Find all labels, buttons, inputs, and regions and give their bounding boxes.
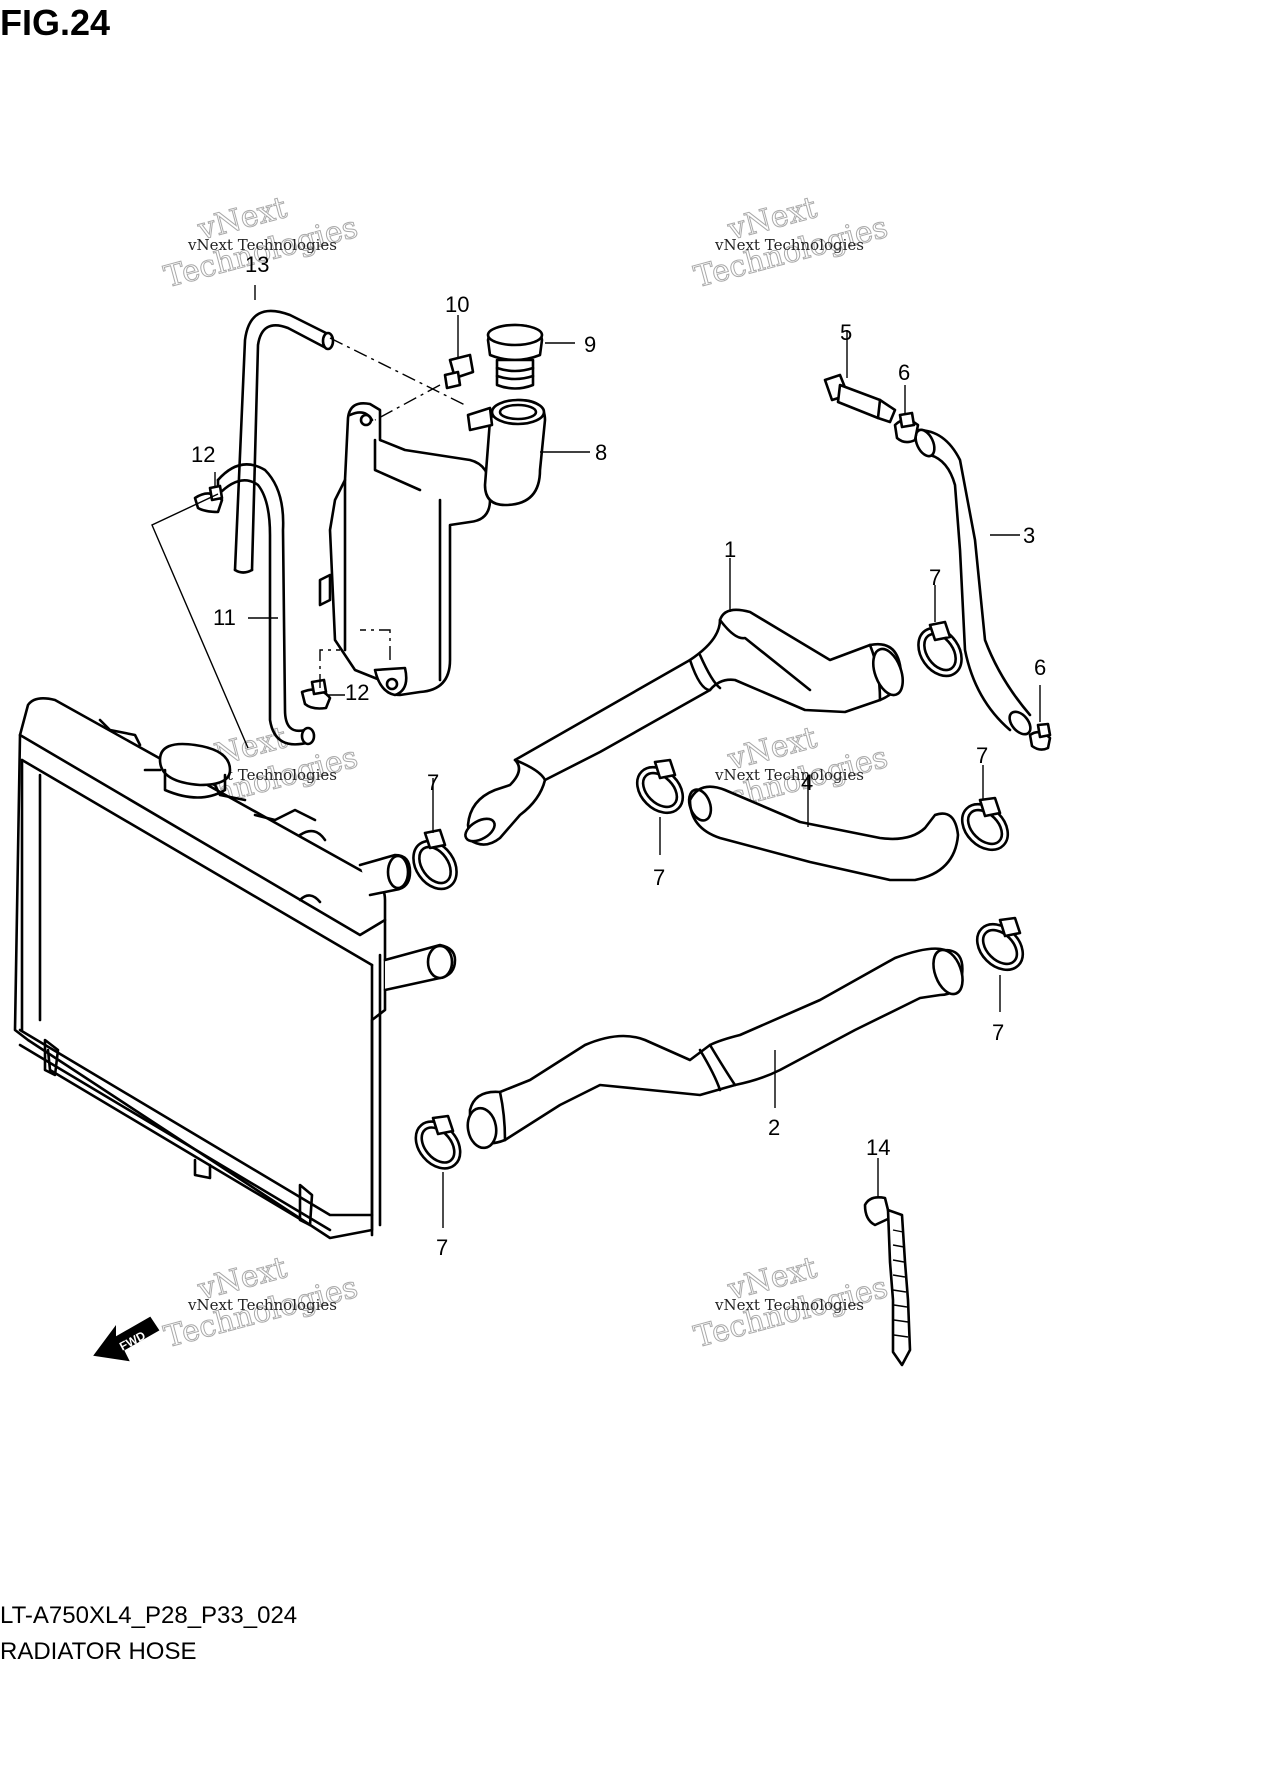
clamp-7-hose1-right [917,620,963,678]
callout-numbers: 13 10 9 8 12 11 12 5 6 3 6 1 7 7 7 7 4 7… [191,252,1046,1260]
hose-1 [464,608,905,846]
callout-11: 11 [213,605,236,630]
callout-7d: 7 [653,865,665,890]
clamp-7-hose4-left [635,758,685,815]
reservoir-cap [486,323,544,390]
svg-text:vNext Technologies: vNext Technologies [187,236,337,254]
callout-9: 9 [584,332,596,357]
clamp-12-lower [300,678,332,710]
svg-text:vNext Technologies: vNext Technologies [187,1296,337,1314]
watermark-bottom-left: Technologies vNext vNext Technologies [160,1250,362,1356]
clamp-7-hose4-right [960,796,1010,852]
cable-tie-14 [863,1196,912,1367]
watermark-top-right: Technologies vNext vNext Technologies [690,190,892,296]
svg-text:vNext Technologies: vNext Technologies [714,766,864,784]
hose-13 [233,309,335,574]
clamp-12-upper [193,484,224,514]
model-code: LT-A750XL4_P28_P33_024 [0,1602,298,1629]
callout-6b: 6 [1034,655,1046,680]
callout-12b: 12 [345,680,369,705]
callout-7f: 7 [436,1235,448,1260]
fwd-arrow-icon: FWD [93,1316,160,1362]
clamp-6-lower [1028,722,1052,751]
callout-14: 14 [866,1135,890,1160]
svg-text:vNext Technologies: vNext Technologies [714,1296,864,1314]
callout-13: 13 [245,252,269,277]
figure-title: FIG.24 [0,2,111,43]
clamp-7-hose2-right [975,916,1025,972]
callout-7e: 7 [992,1020,1004,1045]
svg-text:vNext Technologies: vNext Technologies [714,236,864,254]
clamp-7-hose1-left [412,828,458,891]
hose-3 [914,428,1032,736]
callout-7a: 7 [929,565,941,590]
leader-lines [151,285,1041,1228]
callout-6a: 6 [898,360,910,385]
watermark-bottom-right: Technologies vNext vNext Technologies [690,1250,892,1356]
radiator [13,697,457,1240]
watermark-top-left: Technologies vNext vNext Technologies [160,190,362,296]
callout-12a: 12 [191,442,215,467]
callout-10: 10 [445,292,469,317]
fitting-5 [823,373,897,424]
callout-7b: 7 [976,743,988,768]
callout-5: 5 [840,320,852,345]
hose-2 [466,947,964,1150]
callout-7c: 7 [427,770,439,795]
callout-8: 8 [595,440,607,465]
reservoir-tank [318,398,547,697]
clamp-6-upper [893,411,920,444]
callout-1: 1 [724,537,736,562]
callout-4: 4 [801,770,813,795]
callout-2: 2 [768,1115,780,1140]
clamp-7-hose2-left [414,1114,462,1170]
figure-name: RADIATOR HOSE [0,1638,197,1665]
bolt-10 [443,353,475,390]
callout-3: 3 [1023,523,1035,548]
hose-4 [687,785,960,882]
